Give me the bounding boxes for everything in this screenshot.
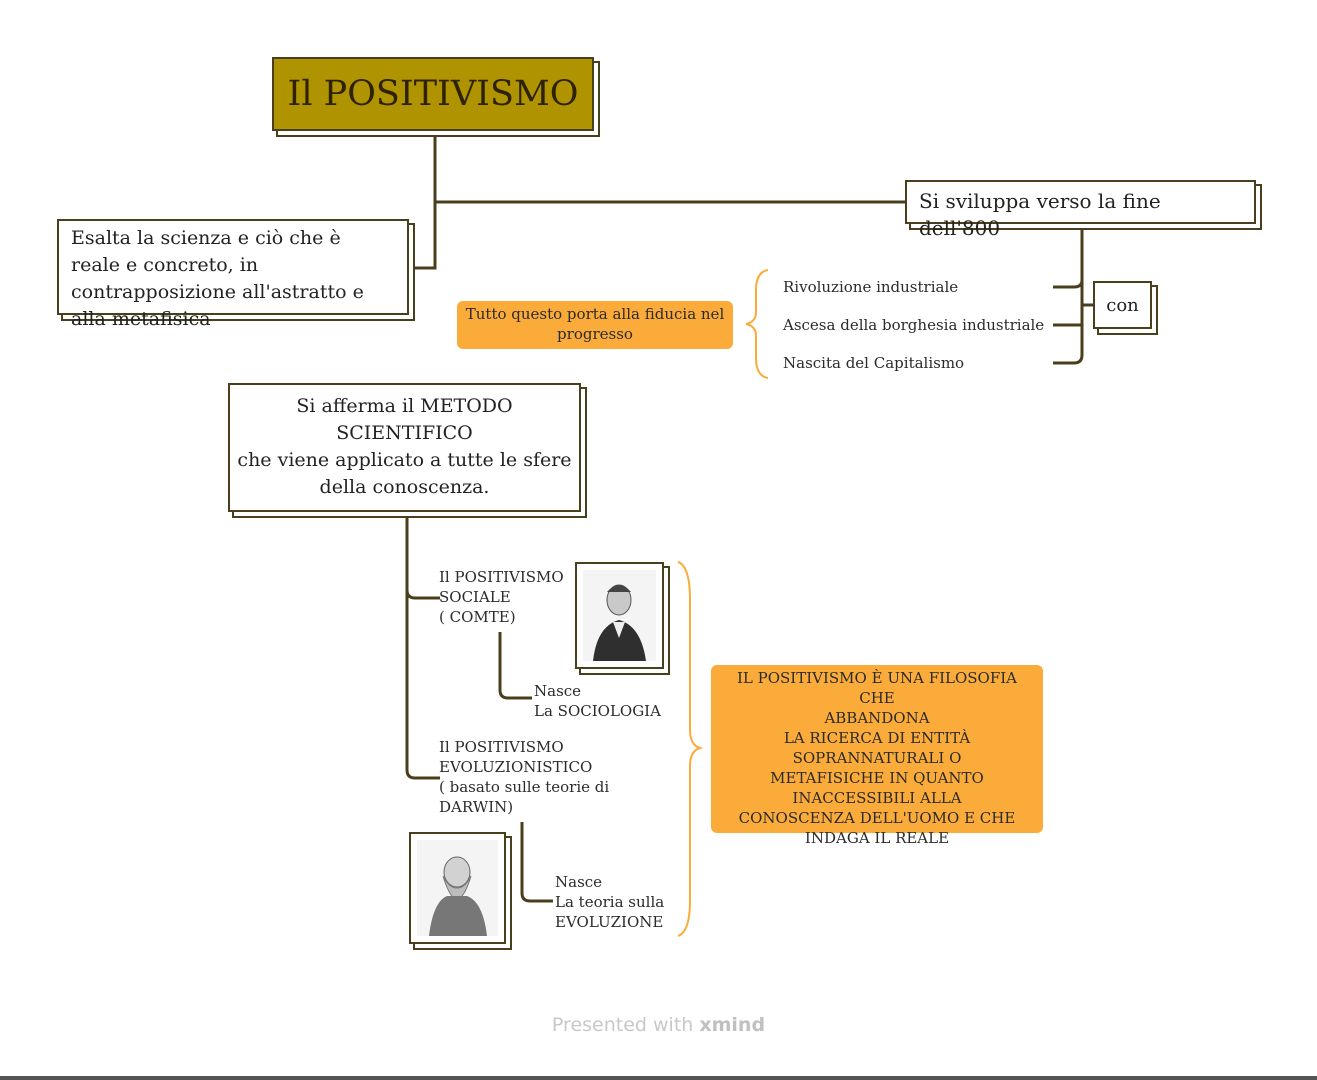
sviluppo-text: Si sviluppa verso la fine dell'800 <box>919 189 1161 240</box>
metodo-line-4: della conoscenza. <box>319 476 490 498</box>
evol-line-3: ( basato sulle teorie di <box>439 778 610 796</box>
sociale-line-1: Il POSITIVISMO <box>439 568 564 586</box>
fiducia-text: Tutto questo porta alla fiducia nel prog… <box>465 305 725 343</box>
metodo-line-1: Si afferma il METODO <box>296 395 513 417</box>
summary-line-3: LA RICERCA DI ENTITÀ <box>783 729 971 747</box>
scienza-text: Esalta la scienza e ciò che è reale e co… <box>71 227 364 330</box>
evol-line-4: DARWIN) <box>439 798 514 816</box>
evoluzione-node[interactable]: Nasce La teoria sulla EVOLUZIONE <box>555 872 664 932</box>
evoluzione-line-3: EVOLUZIONE <box>555 913 664 931</box>
portrait-image <box>417 840 498 936</box>
metodo-line-2: SCIENTIFICO <box>336 422 473 444</box>
evoluzione-line-2: La teoria sulla <box>555 893 665 911</box>
comte-portrait <box>575 562 664 669</box>
summary-box[interactable]: IL POSITIVISMO È UNA FILOSOFIA CHE ABBAN… <box>711 665 1043 847</box>
scienza-box[interactable]: Esalta la scienza e ciò che è reale e co… <box>57 219 409 330</box>
cause-borghesia[interactable]: Ascesa della borghesia industriale <box>783 316 1045 334</box>
metodo-line-3: che viene applicato a tutte le sfere <box>237 449 572 471</box>
evoluzione-line-1: Nasce <box>555 873 603 891</box>
darwin-portrait <box>409 832 506 944</box>
sociale-line-2: SOCIALE <box>439 588 511 606</box>
summary-line-7: CONOSCENZA DELL'UOMO E CHE <box>738 809 1016 827</box>
con-box[interactable]: con <box>1093 281 1152 329</box>
summary-line-5: METAFISICHE IN QUANTO <box>770 769 984 787</box>
summary-line-2: ABBANDONA <box>824 709 930 727</box>
title-box[interactable]: Il POSITIVISMO <box>272 57 594 131</box>
title-text: Il POSITIVISMO <box>287 74 579 114</box>
sociologia-node[interactable]: Nasce La SOCIOLOGIA <box>534 681 661 721</box>
summary-line-6: INACCESSIBILI ALLA <box>792 789 962 807</box>
sociale-node[interactable]: Il POSITIVISMO SOCIALE ( COMTE) <box>439 567 564 627</box>
summary-line-4: SOPRANNATURALI O <box>792 749 962 767</box>
bottom-bar <box>0 1076 1317 1080</box>
portrait-image <box>583 570 656 661</box>
sviluppo-box[interactable]: Si sviluppa verso la fine dell'800 <box>905 180 1256 240</box>
evol-line-1: Il POSITIVISMO <box>439 738 564 756</box>
con-text: con <box>1106 294 1139 316</box>
summary-line-8: INDAGA IL REALE <box>804 829 950 847</box>
sociologia-line-1: Nasce <box>534 682 582 700</box>
cause-rivoluzione[interactable]: Rivoluzione industriale <box>783 278 959 296</box>
evoluzionistico-node[interactable]: Il POSITIVISMO EVOLUZIONISTICO ( basato … <box>439 737 609 817</box>
summary-line-1: IL POSITIVISMO È UNA FILOSOFIA CHE <box>736 669 1018 707</box>
metodo-box[interactable]: Si afferma il METODO SCIENTIFICO che vie… <box>228 383 581 512</box>
evol-line-2: EVOLUZIONISTICO <box>439 758 593 776</box>
footer-credit: Presented with xmind <box>0 1014 1317 1036</box>
cause-capitalismo[interactable]: Nascita del Capitalismo <box>783 354 965 372</box>
sociologia-line-2: La SOCIOLOGIA <box>534 702 661 720</box>
sociale-line-3: ( COMTE) <box>439 608 516 626</box>
footer-prefix: Presented with <box>551 1014 700 1036</box>
fiducia-box[interactable]: Tutto questo porta alla fiducia nel prog… <box>457 301 733 349</box>
xmind-logo: xmind <box>699 1014 766 1036</box>
